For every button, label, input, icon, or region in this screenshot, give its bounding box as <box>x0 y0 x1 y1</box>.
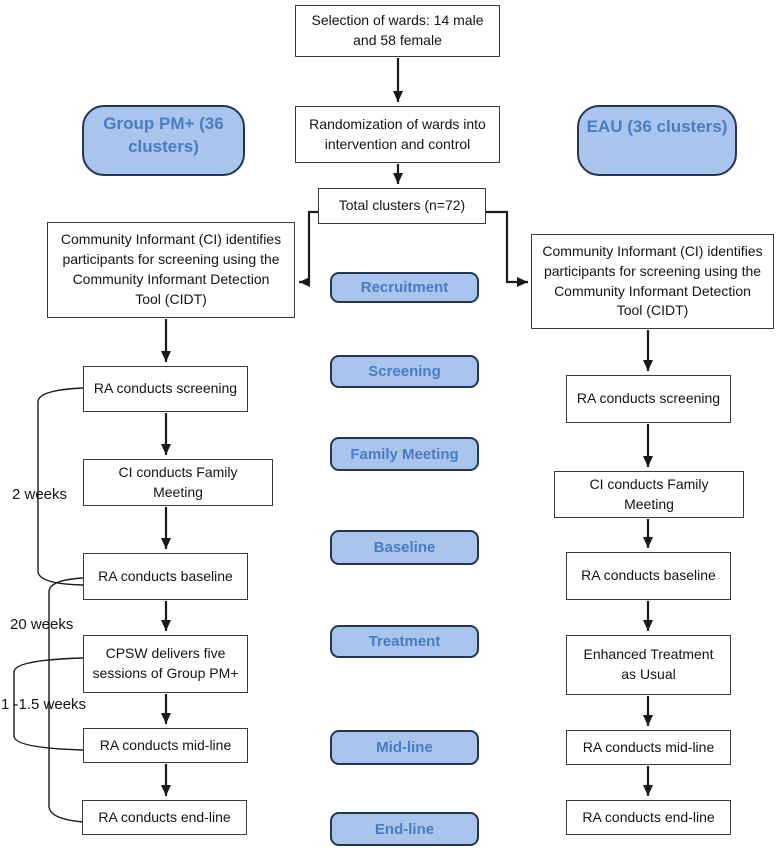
right-ra-baseline-box: RA conducts baseline <box>566 552 731 600</box>
right-ra-screening-label: RA conducts screening <box>576 390 721 407</box>
randomization-label: Randomization of wards into intervention… <box>309 115 486 152</box>
right-ra-endline-label: RA conducts end-line <box>582 808 715 825</box>
stage-pill-recruitment: Recruitment <box>330 272 479 303</box>
total-clusters-box: Total clusters (n=72) <box>318 188 486 224</box>
randomization-box: Randomization of wards into intervention… <box>295 106 500 163</box>
left-ra-endline-label: RA conducts end-line <box>98 808 231 825</box>
group-pm-arm-label: Group PM+ (36 clusters) <box>103 113 224 156</box>
stage-pill-screening: Screening <box>330 355 479 388</box>
left-ra-baseline-box: RA conducts baseline <box>83 553 248 600</box>
eau-arm-header: EAU (36 clusters) <box>577 105 737 176</box>
total-clusters-label: Total clusters (n=72) <box>338 197 466 214</box>
right-ra-screening-box: RA conducts screening <box>566 375 731 423</box>
eau-arm-label: EAU (36 clusters) <box>586 117 728 136</box>
right-ci-identifies-box: Community Informant (CI) identifies part… <box>531 234 774 329</box>
stage-pill-treatment: Treatment <box>330 625 479 658</box>
right-etu-treatment-label: Enhanced Treatment as Usual <box>583 646 714 682</box>
connector-total-to-right-ci <box>486 210 528 287</box>
stage-recruitment-label: Recruitment <box>360 279 449 296</box>
right-ra-endline-box: RA conducts end-line <box>566 800 731 835</box>
left-family-meeting-box: CI conducts Family Meeting <box>83 459 273 506</box>
left-ci-identifies-label: Community Informant (CI) identifies part… <box>60 231 282 307</box>
right-etu-treatment-box: Enhanced Treatment as Usual <box>566 635 731 695</box>
stage-pill-family-meeting: Family Meeting <box>330 437 479 471</box>
right-ci-identifies-label: Community Informant (CI) identifies part… <box>542 242 763 319</box>
stage-pill-end-line: End-line <box>330 812 479 846</box>
selection-of-wards-label: Selection of wards: 14 male and 58 femal… <box>311 12 484 48</box>
stage-pill-mid-line: Mid-line <box>330 730 479 765</box>
stage-treatment-label: Treatment <box>368 633 441 650</box>
right-family-meeting-box: CI conducts Family Meeting <box>554 471 744 518</box>
twenty-weeks-annotation: 20 weeks <box>10 616 74 633</box>
left-ra-midline-label: RA conducts mid-line <box>99 736 232 753</box>
stage-screening-label: Screening <box>368 363 441 380</box>
left-cpsw-treatment-box: CPSW delivers five sessions of Group PM+ <box>83 635 248 693</box>
right-ra-midline-box: RA conducts mid-line <box>566 730 731 765</box>
right-ra-baseline-label: RA conducts baseline <box>581 567 716 584</box>
stage-baseline-label: Baseline <box>373 539 436 556</box>
selection-of-wards-box: Selection of wards: 14 male and 58 femal… <box>295 5 500 57</box>
stage-pill-baseline: Baseline <box>330 530 479 565</box>
bracket-two-weeks <box>37 387 84 586</box>
left-family-meeting-label: CI conducts Family Meeting <box>118 463 238 500</box>
left-ci-identifies-box: Community Informant (CI) identifies part… <box>47 222 295 318</box>
right-ra-midline-label: RA conducts mid-line <box>582 738 715 755</box>
group-pm-arm-header: Group PM+ (36 clusters) <box>82 105 245 176</box>
left-cpsw-treatment-label: CPSW delivers five sessions of Group PM+ <box>92 645 239 681</box>
left-ra-screening-box: RA conducts screening <box>83 366 248 412</box>
connector-total-to-left-ci <box>299 210 318 287</box>
left-ra-baseline-label: RA conducts baseline <box>98 567 233 584</box>
left-ra-midline-box: RA conducts mid-line <box>83 728 248 763</box>
left-ra-endline-box: RA conducts end-line <box>82 800 247 835</box>
right-family-meeting-label: CI conducts Family Meeting <box>589 475 709 512</box>
one-to-one-half-weeks-annotation: 1 -1.5 weeks <box>1 696 87 713</box>
stage-family-meeting-label: Family Meeting <box>350 445 459 463</box>
two-weeks-annotation: 2 weeks <box>12 486 68 503</box>
left-ra-screening-label: RA conducts screening <box>93 380 238 397</box>
stage-mid-line-label: Mid-line <box>376 739 433 756</box>
bracket-one-to-one-half-weeks <box>13 657 84 751</box>
stage-end-line-label: End-line <box>374 820 435 838</box>
bracket-twenty-weeks <box>48 577 84 823</box>
